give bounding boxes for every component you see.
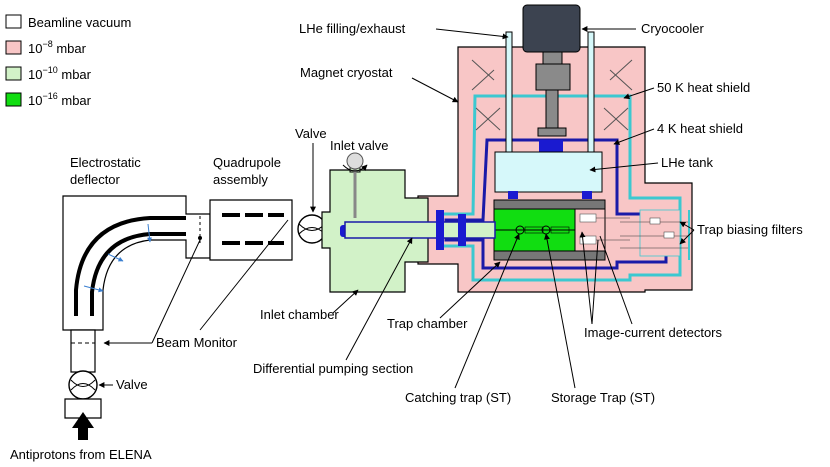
lower-beamline: [64, 329, 102, 440]
label-inlet-chamber: Inlet chamber: [260, 307, 339, 322]
differential-pumping-section: [344, 210, 496, 250]
label-cryocooler: Cryocooler: [641, 21, 705, 36]
legend-swatch-beamline: [5, 14, 22, 29]
legend: Beamline vacuum 10−8 mbar 10−10 mbar 10−…: [5, 14, 131, 108]
label-quadrupole-1: Quadrupole: [213, 155, 281, 170]
label-trap-biasing-filters: Trap biasing filters: [697, 222, 803, 237]
label-valve-top: Valve: [295, 126, 327, 141]
label-lhe-filling: LHe filling/exhaust: [299, 21, 406, 36]
label-electrostatic-deflector-2: deflector: [70, 172, 121, 187]
legend-label-1e-8: 10−8 mbar: [28, 39, 87, 56]
label-inlet-valve: Inlet valve: [330, 138, 389, 153]
cryocooler: [522, 4, 581, 153]
electrostatic-deflector: [62, 195, 211, 331]
label-electrostatic-deflector-1: Electrostatic: [70, 155, 141, 170]
label-beam-monitor: Beam Monitor: [156, 335, 238, 350]
label-4k-shield: 4 K heat shield: [657, 121, 743, 136]
label-50k-shield: 50 K heat shield: [657, 80, 750, 95]
trap-biasing-filters: [620, 209, 690, 260]
label-lhe-tank: LHe tank: [661, 155, 714, 170]
label-differential-pumping: Differential pumping section: [253, 361, 413, 376]
antiproton-beam-arrow-icon: [72, 412, 94, 440]
label-catching-trap: Catching trap (ST): [405, 390, 511, 405]
legend-swatch-1e-10: [5, 66, 22, 81]
legend-label-1e-10: 10−10 mbar: [28, 65, 92, 82]
valve-bottom-icon: [68, 370, 98, 400]
legend-swatch-1e-8: [5, 40, 22, 55]
legend-label-beamline: Beamline vacuum: [28, 15, 131, 30]
label-magnet-cryostat: Magnet cryostat: [300, 65, 393, 80]
catching-trap-marker: [515, 225, 525, 235]
leader-lines: [98, 26, 695, 389]
label-image-current-detectors: Image-current detectors: [584, 325, 723, 340]
label-antiprotons: Antiprotons from ELENA: [10, 447, 152, 462]
inlet-valve-icon: [346, 152, 364, 170]
label-trap-chamber: Trap chamber: [387, 316, 468, 331]
legend-swatch-1e-16: [5, 92, 22, 107]
legend-label-1e-16: 10−16 mbar: [28, 91, 92, 108]
lhe-tank: [494, 151, 603, 193]
quadrupole-assembly: [198, 199, 293, 261]
cryocooler-head: [522, 4, 581, 53]
label-quadrupole-2: assembly: [213, 172, 268, 187]
label-storage-trap: Storage Trap (ST): [551, 390, 655, 405]
label-valve-bottom: Valve: [116, 377, 148, 392]
